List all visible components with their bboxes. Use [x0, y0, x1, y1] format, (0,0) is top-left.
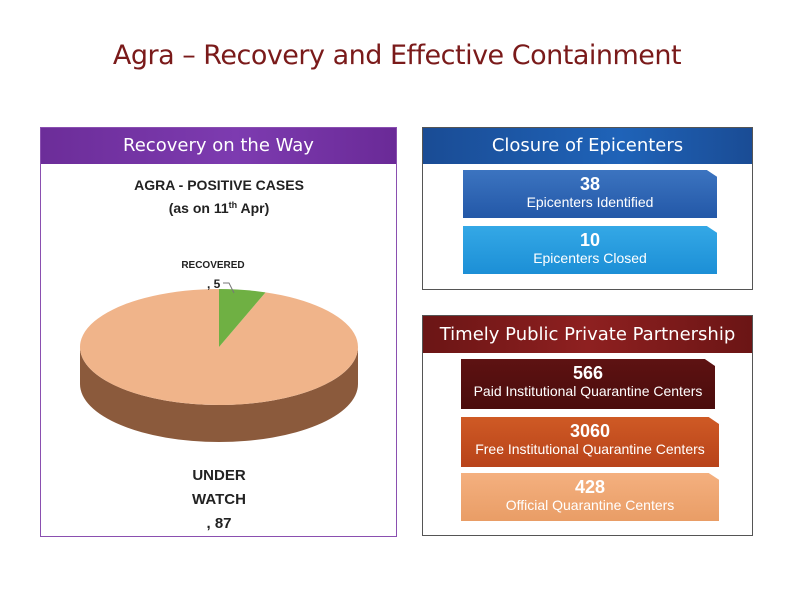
- epicenters-panel: Closure of Epicenters 38 Epicenters Iden…: [422, 127, 753, 290]
- label-recovered-value: , 5: [207, 277, 221, 291]
- positive-cases-pie-chart: AGRA - POSITIVE CASES (as on 11th Apr) R…: [80, 177, 359, 532]
- chart-subtitle-prefix: (as on 11: [169, 200, 229, 216]
- recovery-panel: Recovery on the Way AGRA - POSITIVE CASE…: [40, 127, 397, 537]
- official-quarantine-label: Official Quarantine Centers: [505, 497, 675, 513]
- chart-subtitle-sup: th: [229, 200, 238, 210]
- epicenters-closed-label: Epicenters Closed: [533, 250, 647, 266]
- paid-quarantine-label: Paid Institutional Quarantine Centers: [473, 383, 703, 399]
- slice-under-watch: [80, 289, 359, 405]
- epicenters-identified-label: Epicenters Identified: [526, 194, 654, 210]
- epicenters-closed-value: 10: [579, 230, 601, 250]
- chart-subtitle: (as on 11th Apr): [169, 200, 270, 216]
- pie-side-wall: [80, 347, 358, 442]
- chart-title: AGRA - POSITIVE CASES: [134, 177, 304, 193]
- ppp-panel-header: Timely Public Private Partnership: [423, 316, 752, 353]
- paid-quarantine-box: 566 Paid Institutional Quarantine Center…: [461, 359, 715, 409]
- epicenters-closed-box: 10 Epicenters Closed: [463, 226, 717, 274]
- slide-title: Agra – Recovery and Effective Containmen…: [112, 40, 682, 71]
- chart-subtitle-suffix: Apr): [237, 200, 269, 216]
- recovery-panel-header: Recovery on the Way: [41, 128, 396, 164]
- official-quarantine-box: 428 Official Quarantine Centers: [461, 473, 719, 521]
- pie-labels: RECOVERED , 5 UNDER WATCH , 87: [181, 260, 246, 532]
- label-recovered-name: RECOVERED: [181, 260, 244, 271]
- official-quarantine-value: 428: [574, 477, 606, 497]
- pie-group: [80, 289, 359, 442]
- paid-quarantine-value: 566: [572, 363, 604, 383]
- label-under-watch-line-3: , 87: [206, 515, 231, 532]
- ppp-panel: Timely Public Private Partnership 566 Pa…: [422, 315, 753, 536]
- free-quarantine-label: Free Institutional Quarantine Centers: [475, 441, 705, 457]
- epicenters-identified-box: 38 Epicenters Identified: [463, 170, 717, 218]
- label-leader-line: [223, 282, 235, 294]
- free-quarantine-box: 3060 Free Institutional Quarantine Cente…: [461, 417, 719, 467]
- label-under-watch-line-2: WATCH: [192, 491, 246, 508]
- free-quarantine-value: 3060: [569, 421, 611, 441]
- epicenters-identified-value: 38: [579, 174, 601, 194]
- label-under-watch-line-1: UNDER: [192, 467, 246, 484]
- slice-recovered: [219, 289, 266, 347]
- epicenters-panel-header: Closure of Epicenters: [423, 128, 752, 164]
